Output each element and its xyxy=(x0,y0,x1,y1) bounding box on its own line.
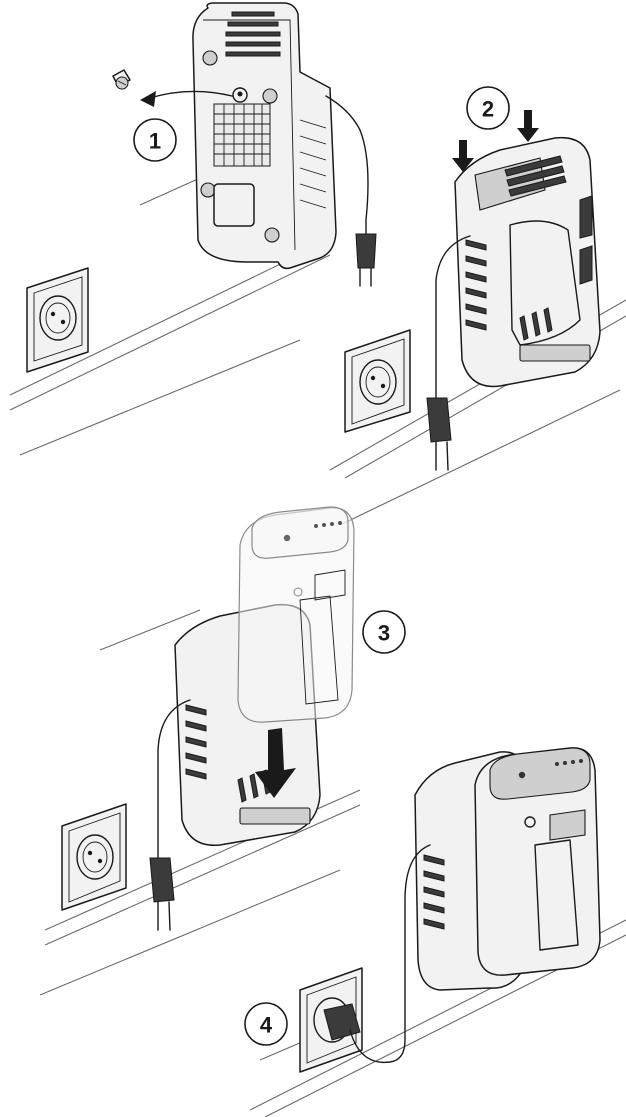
step-number-2: 2 xyxy=(482,97,494,122)
step-badge-3: 3 xyxy=(363,611,405,653)
step-badge-4: 4 xyxy=(245,1003,287,1045)
step-number-4: 4 xyxy=(260,1013,273,1038)
panel-step-1: 1 xyxy=(10,3,376,455)
wall-socket-3 xyxy=(62,804,126,910)
screw-icon xyxy=(113,70,130,89)
wall-socket-1 xyxy=(27,268,88,372)
wall-socket-4 xyxy=(300,968,362,1072)
charger-front-2 xyxy=(455,138,600,387)
step-number-3: 3 xyxy=(378,621,390,646)
panel-step-3: 3 xyxy=(40,507,405,995)
charger-back xyxy=(193,3,336,268)
battery-ghost xyxy=(238,507,354,722)
step-badge-2: 2 xyxy=(467,87,509,129)
wall-socket-2 xyxy=(345,330,410,432)
step-number-1: 1 xyxy=(149,129,161,154)
step-badge-1: 1 xyxy=(134,119,176,161)
battery-seated xyxy=(475,748,600,975)
vent-mesh xyxy=(214,104,270,166)
panel-step-2: 2 xyxy=(330,87,626,525)
